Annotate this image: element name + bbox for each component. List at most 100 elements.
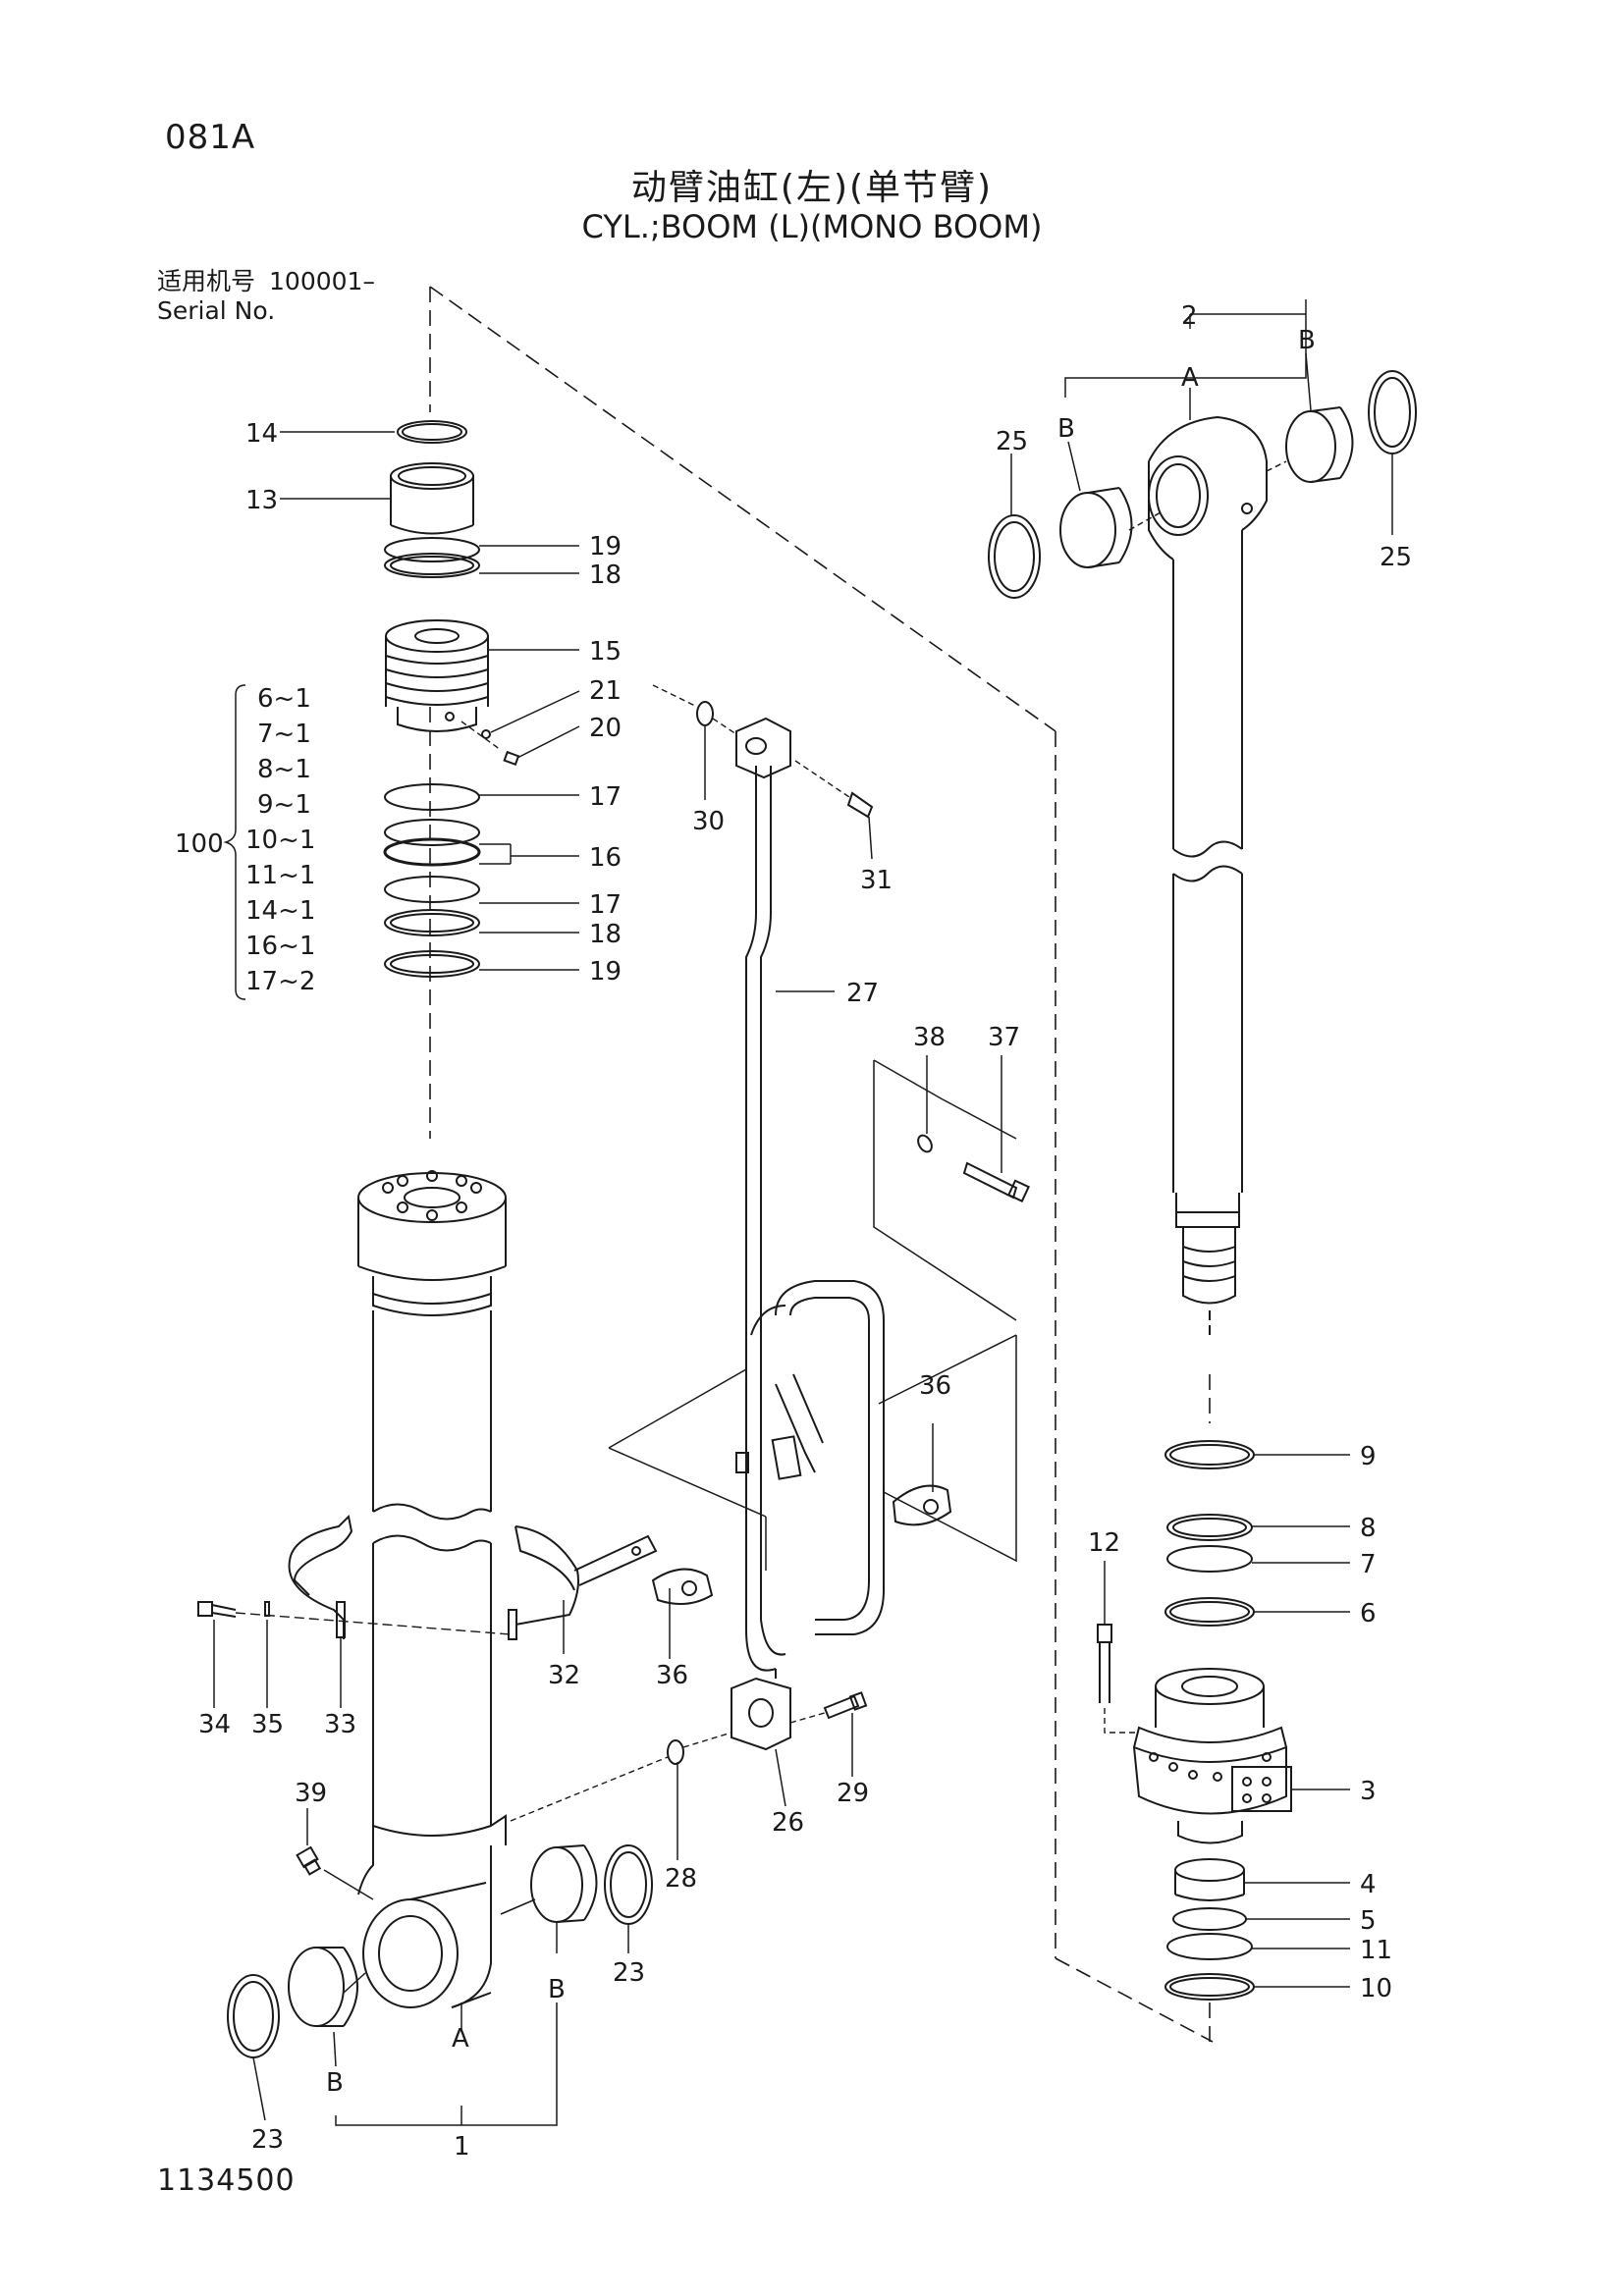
part-9-ring [1164, 1440, 1255, 1469]
kit-item: 16~1 [245, 932, 315, 961]
callout-3: 3 [1360, 1777, 1377, 1806]
part-27-pipe [745, 766, 786, 1672]
kit-item: 9~1 [257, 790, 311, 820]
callout-23: 23 [251, 2125, 284, 2155]
part-32-clamp-right [508, 1525, 658, 1640]
callout-38: 38 [913, 1023, 946, 1052]
callout-2: 2 [1181, 301, 1198, 331]
part-16-19-seals [383, 783, 481, 978]
part-18-19-rings [384, 537, 480, 578]
part-25-ring-top-right [1368, 370, 1417, 454]
callout-29: 29 [837, 1779, 869, 1808]
part-8-7-rings [1166, 1514, 1253, 1573]
clamp-leaders [213, 1588, 671, 1708]
callout-36: 36 [919, 1371, 951, 1401]
callout-A: A [1181, 363, 1199, 393]
callout-frames [608, 1059, 1017, 1571]
part-B-bushing-top-right [1285, 406, 1354, 483]
rod-leaders [1010, 299, 1393, 535]
part-26-flange [731, 1669, 791, 1751]
part-37-38-bolt [917, 1134, 1030, 1202]
callout-13: 13 [245, 486, 278, 515]
serial-label-cn-text: 适用机号 [157, 267, 256, 295]
callout-25: 25 [996, 427, 1028, 456]
callout-25: 25 [1380, 543, 1412, 572]
serial-label-cn: 适用机号 100001– [157, 267, 375, 296]
callout-B: B [548, 1975, 566, 2004]
part-B-bushing-left [288, 1947, 358, 2027]
part-23-ring-right [604, 1844, 653, 1925]
callout-35: 35 [251, 1710, 284, 1739]
callout-11: 11 [1360, 1936, 1392, 1965]
callout-28: 28 [665, 1864, 697, 1894]
part-B-bushing-top-left [1059, 487, 1133, 568]
part-30-oring-top [652, 684, 737, 735]
callout-17: 17 [589, 890, 622, 920]
callout-21: 21 [589, 676, 622, 706]
callout-9: 9 [1360, 1442, 1377, 1471]
part-36-clip-upper [892, 1484, 952, 1526]
callout-31: 31 [860, 866, 893, 895]
callout-18: 18 [589, 920, 622, 949]
part-39-grease-fitting [296, 1808, 374, 1900]
callout-17: 17 [589, 782, 622, 812]
part-B-bushing-right [530, 1844, 598, 1923]
part-12-bolt [1097, 1561, 1139, 1734]
kit-number: 100 [175, 829, 224, 859]
page-code: 081A [165, 118, 256, 157]
callout-27: 27 [846, 979, 879, 1008]
part-36-clip-lower [651, 1568, 714, 1605]
title-chinese: 动臂油缸(左)(单节臂) [630, 168, 994, 208]
callout-8: 8 [1360, 1514, 1377, 1543]
kit-item: 17~2 [245, 967, 315, 996]
part-15-rod-head [385, 619, 489, 732]
part-14-ring [397, 420, 467, 444]
kit-list: 100 6~1 7~1 8~1 9~1 10~1 11~1 14~1 16~1 … [175, 684, 315, 996]
callout-34: 34 [198, 1710, 231, 1739]
callout-6: 6 [1360, 1599, 1377, 1629]
callout-14: 14 [245, 419, 278, 449]
part-20-21-screw [460, 721, 520, 767]
part-1-cylinder-tube [357, 1170, 507, 2008]
right-leaders [1244, 1454, 1350, 1988]
kit-item: 6~1 [257, 684, 311, 714]
part-23-ring-left [227, 1974, 280, 2058]
callout-39: 39 [295, 1779, 327, 1808]
part-2-piston-rod [1148, 415, 1268, 1335]
center-leaders [677, 726, 1002, 1860]
part-34-35-bolt [197, 1601, 512, 1635]
part-5-11-10-rings [1164, 1907, 1255, 2001]
part-13-bushing [390, 462, 474, 535]
callout-18: 18 [589, 561, 622, 590]
callout-33: 33 [324, 1710, 356, 1739]
kit-item: 7~1 [257, 720, 311, 749]
callout-B: B [1057, 414, 1075, 444]
part-3-piston [1132, 1668, 1292, 1844]
callout-16: 16 [589, 843, 622, 873]
callout-19: 19 [589, 532, 622, 561]
drawing-number: 1134500 [157, 2163, 296, 2198]
callout-10: 10 [1360, 1974, 1392, 2003]
callout-labels: 14 13 19 18 15 21 20 17 16 17 18 19 30 3… [198, 301, 1412, 2162]
kit-item: 8~1 [257, 755, 311, 784]
centerlines [429, 286, 1214, 2043]
callout-A: A [452, 2024, 469, 2054]
callout-36: 36 [656, 1661, 688, 1690]
kit-item: 11~1 [245, 861, 315, 890]
callout-15: 15 [589, 637, 622, 667]
callout-23: 23 [613, 1958, 645, 1988]
callout-B: B [1298, 326, 1316, 355]
title-english: CYL.;BOOM (L)(MONO BOOM) [581, 208, 1043, 245]
callout-4: 4 [1360, 1870, 1377, 1899]
part-25-ring-top-left [988, 514, 1041, 599]
part-4-bushing [1174, 1858, 1245, 1901]
callout-5: 5 [1360, 1906, 1377, 1936]
callout-12: 12 [1088, 1528, 1120, 1558]
callout-7: 7 [1360, 1550, 1377, 1579]
callout-B: B [326, 2068, 344, 2098]
bushing-leaders [252, 1898, 629, 2126]
callout-20: 20 [589, 714, 622, 743]
serial-number: 100001– [269, 267, 375, 295]
